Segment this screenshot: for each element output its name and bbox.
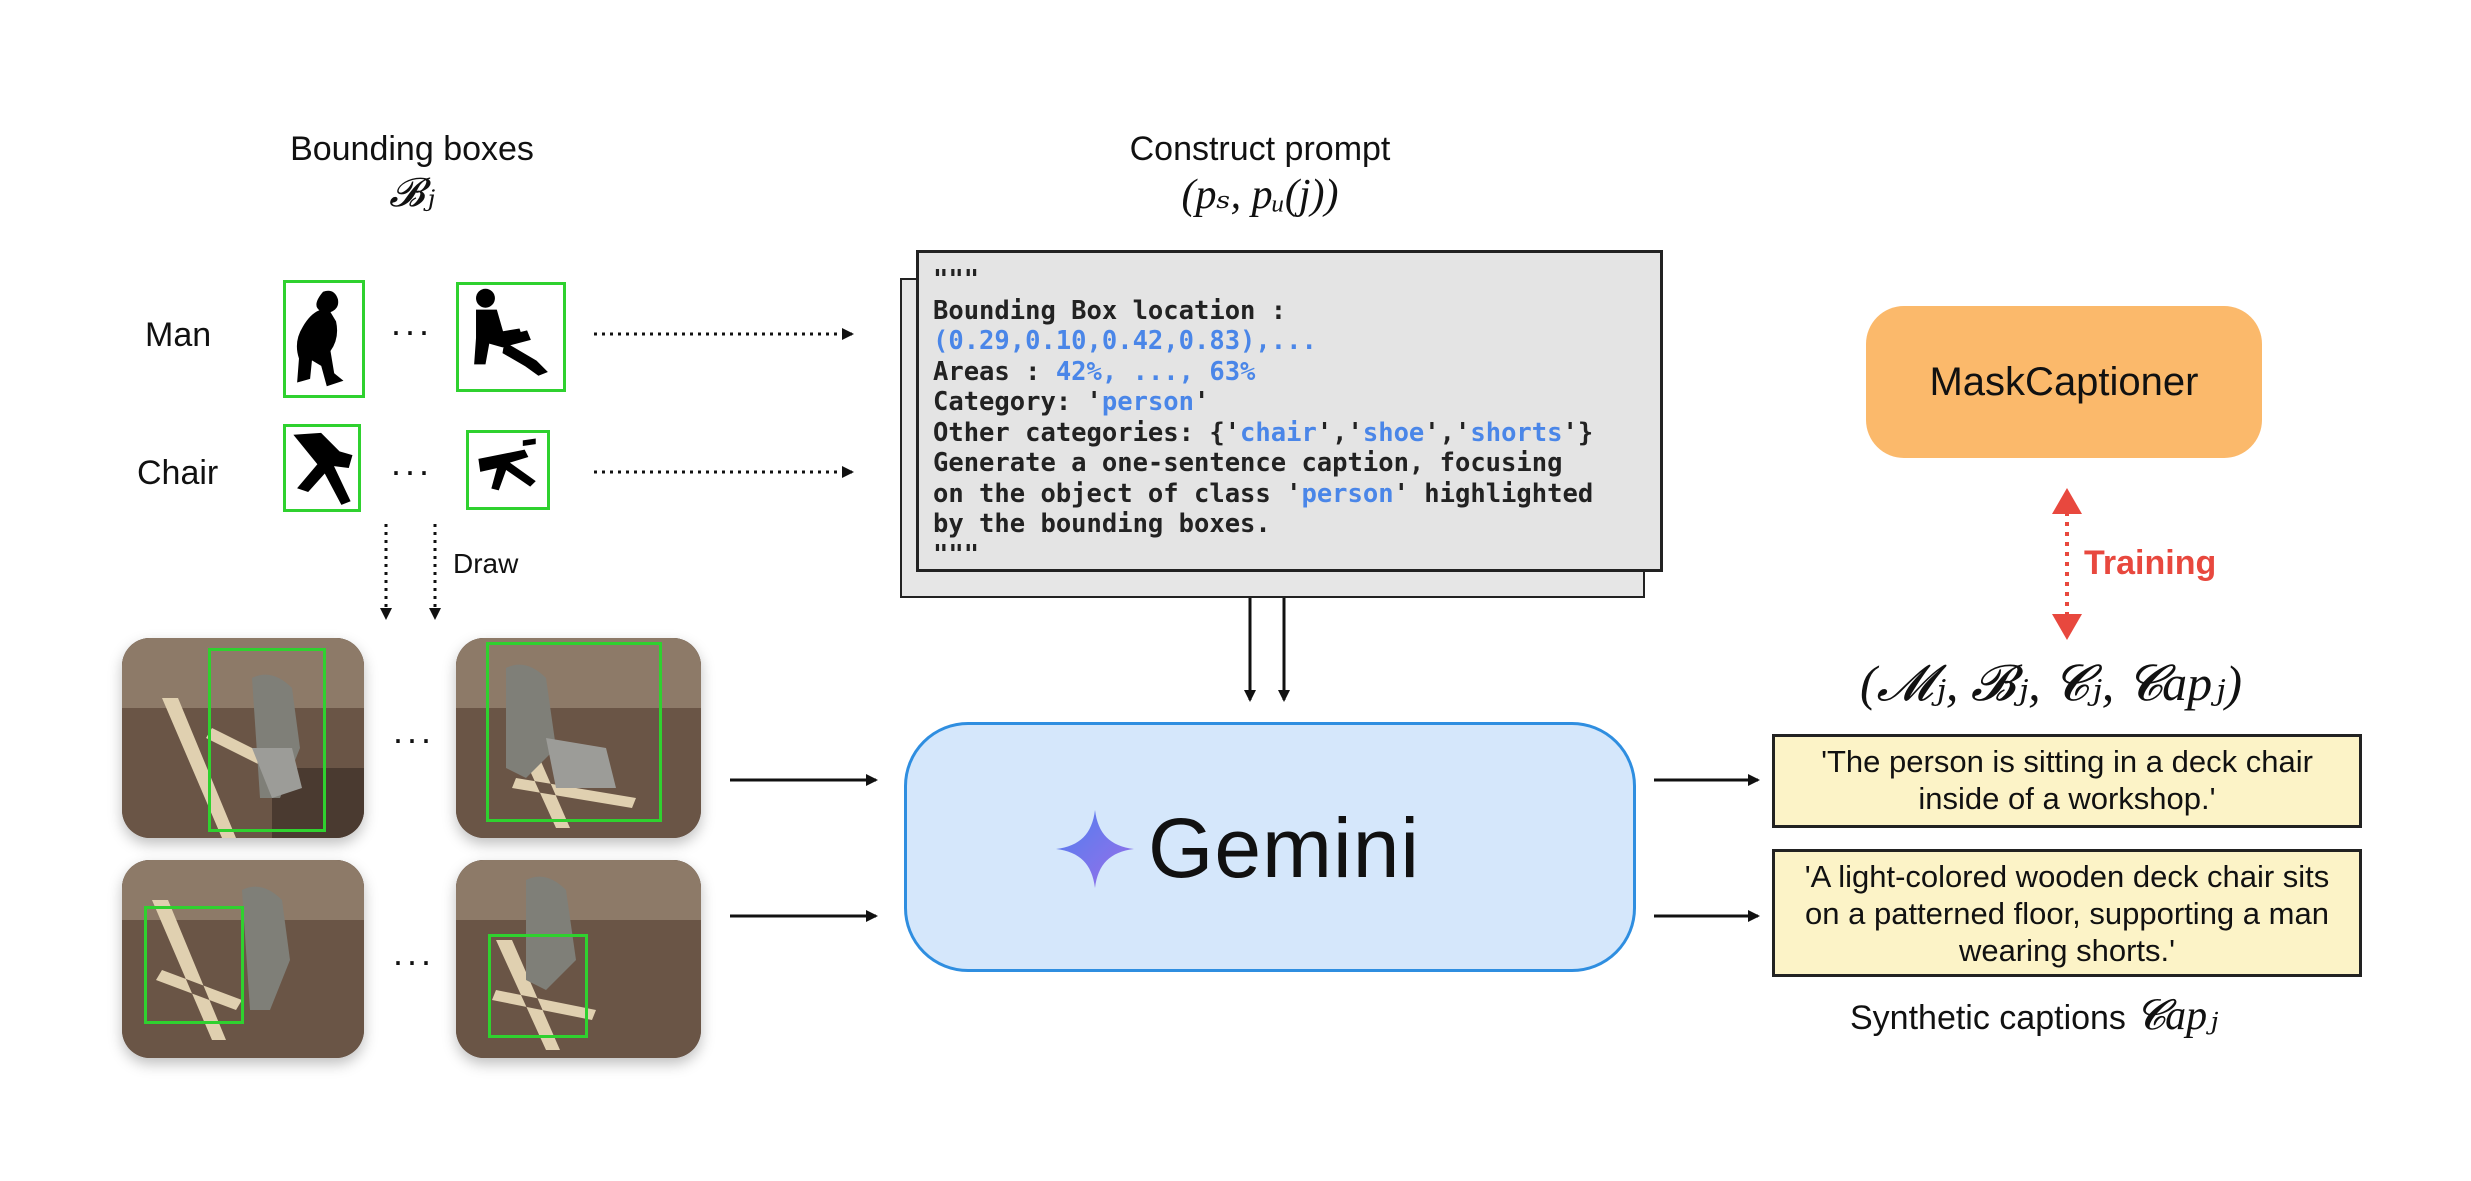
prompt-other-shorts: shorts: [1470, 417, 1563, 448]
man-ellipsis: ···: [390, 310, 432, 351]
mask-captioner-box: MaskCaptioner: [1866, 306, 2262, 458]
prompt-line-bbox-values: (0.29,0.10,0.42,0.83),...: [933, 326, 1317, 356]
dataset-tuple: (𝓜ⱼ, 𝓑ⱼ, 𝓒ⱼ, 𝓒apⱼ): [1860, 655, 2243, 711]
row-label-chair: Chair: [137, 454, 219, 492]
man-silhouette-icon-2: [474, 288, 548, 376]
chair-silhouette-icon: [293, 432, 353, 505]
workshop-photo-3: [122, 860, 364, 1058]
chair-silhouette-icon-2: [478, 438, 536, 491]
prompt-generate-line-3: by the bounding boxes.: [933, 509, 1271, 539]
prompt-card: """ Bounding Box location : (0.29,0.10,0…: [916, 250, 1663, 572]
prompt-line-bbox-label: Bounding Box location :: [933, 295, 1287, 326]
synthetic-captions-text: Synthetic captions: [1850, 999, 2126, 1037]
synthetic-captions-label: Synthetic captions 𝓒apⱼ: [1850, 990, 2218, 1040]
caption-text-2: 'A light-colored wooden deck chair sits …: [1804, 859, 2330, 968]
gemini-label: Gemini: [1148, 801, 1421, 895]
bbox-chair-1: [144, 906, 244, 1024]
caption-text-1: 'The person is sitting in a deck chair i…: [1821, 744, 2313, 816]
prompt-other-shoe: shoe: [1362, 417, 1425, 448]
prompt-category-label: Category: ': [933, 387, 1102, 417]
prompt-quote-close: """: [933, 539, 980, 570]
photo-chair-1: [122, 860, 364, 1058]
workshop-photo-4: [456, 860, 701, 1058]
bbox-chair-2: [488, 934, 588, 1038]
bounding-boxes-symbol: 𝓑ⱼ: [389, 170, 435, 215]
prompt-symbol: (pₛ, pᵤ(j)): [1181, 172, 1339, 218]
prompt-category-value: person: [1101, 387, 1195, 417]
row-label-man: Man: [145, 316, 212, 354]
prompt-areas-value: 42%, ..., 63%: [1055, 356, 1256, 387]
prompt-quote-open: """: [933, 265, 980, 295]
prompt-generate-line-2a: on the object of class ': [933, 478, 1302, 509]
caption-box-2: 'A light-colored wooden deck chair sits …: [1772, 849, 2362, 977]
man-silhouette-icon: [296, 290, 344, 387]
training-arrow-down-head: [2052, 614, 2082, 640]
gemini-sparkle-icon: [1056, 810, 1134, 888]
prompt-generate-line-1: Generate a one-sentence caption, focusin…: [933, 448, 1563, 478]
photo-ellipsis-2: ···: [392, 940, 434, 981]
prompt-generate-line-2b: ' highlighted: [1393, 478, 1594, 509]
photo-chair-2: [456, 860, 701, 1058]
man-silhouette-box-2: [456, 282, 566, 392]
prompt-generate-class: person: [1301, 478, 1394, 509]
construct-prompt-heading: Construct prompt (pₛ, pᵤ(j)): [1080, 130, 1440, 219]
gemini-box: [904, 722, 1636, 972]
chair-ellipsis: ···: [390, 450, 432, 491]
chair-silhouette-box-2: [466, 430, 550, 510]
bbox-man-2: [486, 642, 662, 822]
training-label: Training: [2084, 544, 2217, 582]
photo-man-1: [122, 638, 364, 838]
bounding-boxes-heading: Bounding boxes 𝓑ⱼ: [262, 130, 562, 216]
synthetic-captions-symbol: 𝓒apⱼ: [2135, 993, 2219, 1039]
prompt-other-label: Other categories: {': [933, 417, 1241, 448]
prompt-other-chair: chair: [1240, 417, 1317, 448]
photo-ellipsis-1: ···: [392, 718, 434, 759]
man-silhouette-box-1: [283, 280, 365, 398]
training-arrow-up-head: [2052, 488, 2082, 514]
photo-man-2: [456, 638, 701, 838]
bbox-man-1: [208, 648, 326, 832]
construct-prompt-title: Construct prompt: [1129, 130, 1391, 168]
draw-label: Draw: [453, 548, 519, 579]
chair-silhouette-box-1: [283, 424, 361, 512]
prompt-areas-label: Areas :: [933, 356, 1056, 387]
bounding-boxes-title: Bounding boxes: [290, 130, 534, 168]
caption-box-1: 'The person is sitting in a deck chair i…: [1772, 734, 2362, 828]
